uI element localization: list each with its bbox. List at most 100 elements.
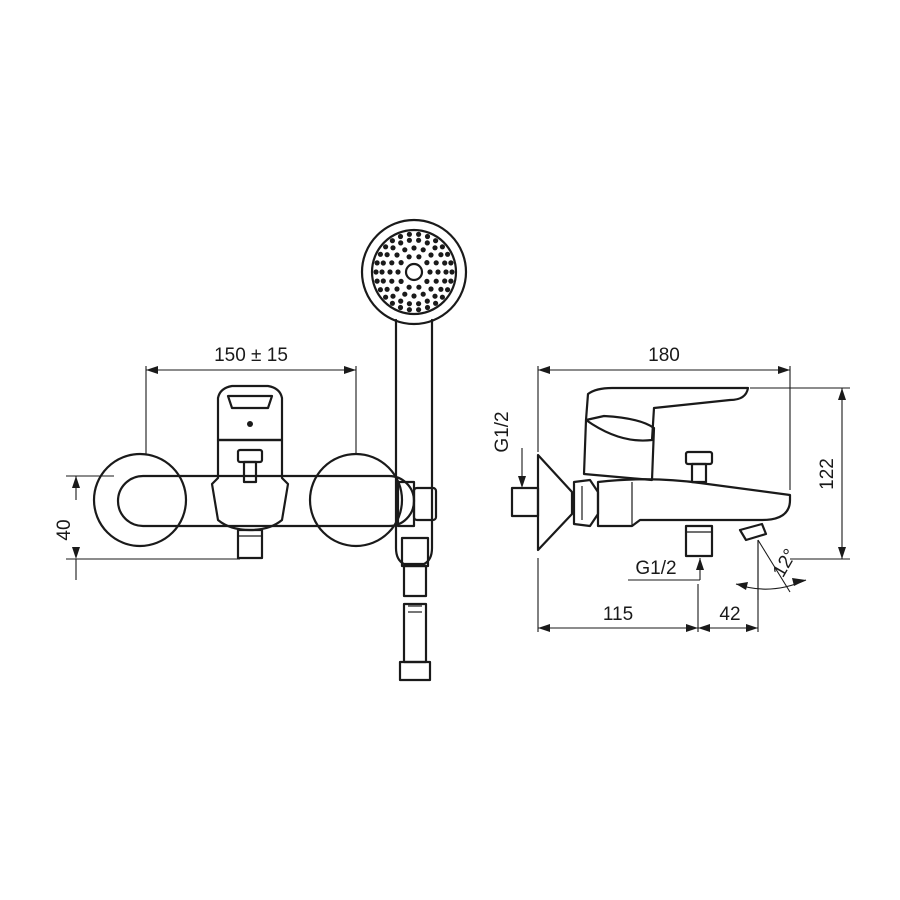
nozzle-dot bbox=[406, 301, 412, 307]
nozzle-dot bbox=[435, 269, 441, 275]
shower-head-center bbox=[404, 262, 424, 282]
shower-nozzles bbox=[373, 231, 455, 313]
nozzle-dot bbox=[384, 252, 390, 258]
nozzle-dot bbox=[406, 307, 412, 313]
shower-head-outer bbox=[360, 218, 468, 326]
nozzle-dot bbox=[395, 269, 401, 275]
nozzle-dot bbox=[389, 300, 395, 306]
nozzle-dot bbox=[428, 252, 434, 258]
outlet-thread-label: G1/2 bbox=[635, 558, 676, 579]
nozzle-dot bbox=[433, 278, 439, 284]
nozzle-dot bbox=[406, 254, 412, 260]
nozzle-dot bbox=[439, 294, 445, 300]
nozzle-dot bbox=[384, 286, 390, 292]
inlet-thread-label: G1/2 bbox=[492, 411, 513, 452]
nozzle-dot bbox=[428, 286, 434, 292]
nozzle-dot bbox=[420, 247, 426, 253]
shower-holder-pin bbox=[412, 486, 438, 522]
nozzle-dot bbox=[398, 260, 404, 266]
nozzle-dot bbox=[448, 260, 454, 266]
nozzle-dot bbox=[449, 269, 455, 275]
nozzle-dot bbox=[424, 304, 431, 311]
nozzle-dot bbox=[402, 291, 408, 297]
front-view: 150 ± 15 40 bbox=[54, 218, 468, 682]
side-height-dim: 122 bbox=[817, 458, 838, 490]
mixer-body bbox=[116, 474, 416, 528]
nozzle-dot bbox=[424, 240, 430, 246]
nozzle-dot bbox=[445, 251, 451, 257]
nozzle-dot bbox=[390, 293, 396, 299]
side-outlet bbox=[684, 524, 714, 558]
wall-to-outlet-dim: 115 bbox=[603, 604, 633, 625]
nozzle-dot bbox=[379, 269, 385, 275]
nozzle-dot bbox=[433, 260, 439, 266]
nozzle-dot bbox=[433, 300, 439, 306]
nozzle-dot bbox=[438, 252, 444, 258]
front-height-dim: 40 bbox=[54, 519, 75, 540]
nozzle-dot bbox=[445, 287, 451, 293]
nozzle-dot bbox=[433, 238, 439, 244]
cartridge-housing bbox=[210, 438, 290, 532]
nozzle-dot bbox=[383, 244, 389, 250]
nozzle-dot bbox=[411, 245, 417, 251]
side-length-dim: 180 bbox=[648, 345, 680, 366]
right-escutcheon bbox=[308, 452, 404, 548]
diverter-stem bbox=[242, 460, 258, 484]
nozzle-dot bbox=[394, 286, 400, 292]
nozzle-dot bbox=[424, 298, 430, 304]
nozzle-dot bbox=[374, 260, 380, 266]
nozzle-dot bbox=[406, 231, 412, 237]
side-diverter-stem bbox=[690, 462, 708, 484]
nozzle-dot bbox=[397, 233, 404, 240]
nozzle-dot bbox=[438, 286, 444, 292]
nozzle-dot bbox=[427, 269, 433, 275]
front-outlet bbox=[236, 528, 264, 560]
nozzle-dot bbox=[442, 260, 448, 266]
nozzle-dot bbox=[416, 284, 422, 290]
nozzle-dot bbox=[416, 254, 422, 260]
lever-cap bbox=[216, 384, 284, 442]
nozzle-dot bbox=[398, 278, 404, 284]
nozzle-dot bbox=[424, 278, 430, 284]
nozzle-dot bbox=[377, 251, 383, 257]
nozzle-dot bbox=[389, 260, 395, 266]
shower-head-face bbox=[370, 228, 458, 316]
nozzle-dot bbox=[380, 278, 386, 284]
side-view: 180 122 G1/2 G1/2 115 42 12° bbox=[492, 345, 850, 632]
side-body bbox=[596, 478, 792, 528]
spout-aerator bbox=[738, 522, 768, 542]
handle-connector bbox=[400, 536, 430, 568]
side-lever-base bbox=[582, 414, 656, 482]
nozzle-dot bbox=[420, 291, 426, 297]
nozzle-dot bbox=[394, 252, 400, 258]
nozzle-dot bbox=[374, 278, 380, 284]
nozzle-dot bbox=[406, 284, 412, 290]
spout-angle-label: 12° bbox=[769, 546, 802, 581]
front-width-dim: 150 ± 15 bbox=[214, 345, 288, 366]
inlet-connector bbox=[510, 486, 540, 518]
hose-nut bbox=[398, 660, 432, 682]
left-escutcheon bbox=[92, 452, 188, 548]
shower-handle bbox=[394, 318, 434, 566]
nozzle-dot bbox=[389, 278, 395, 284]
nozzle-dot bbox=[389, 238, 395, 244]
nozzle-dot bbox=[416, 301, 422, 307]
nozzle-dot bbox=[432, 245, 438, 251]
nozzle-dot bbox=[377, 287, 383, 293]
hose-bottom bbox=[402, 602, 428, 664]
nozzle-dot bbox=[402, 247, 408, 253]
nozzle-dot bbox=[416, 307, 422, 313]
nozzle-dot bbox=[398, 240, 404, 246]
diverter-knob bbox=[236, 448, 264, 464]
hex-nut bbox=[572, 478, 600, 528]
wall-flange bbox=[536, 453, 574, 552]
spout-dim: 42 bbox=[719, 604, 740, 625]
nozzle-dot bbox=[390, 245, 396, 251]
nozzle-dot bbox=[424, 260, 430, 266]
nozzle-dot bbox=[442, 278, 448, 284]
lever-cap-dot bbox=[247, 421, 253, 427]
nozzle-dot bbox=[424, 233, 431, 240]
hose-top bbox=[402, 564, 428, 598]
nozzle-dot bbox=[443, 269, 449, 275]
